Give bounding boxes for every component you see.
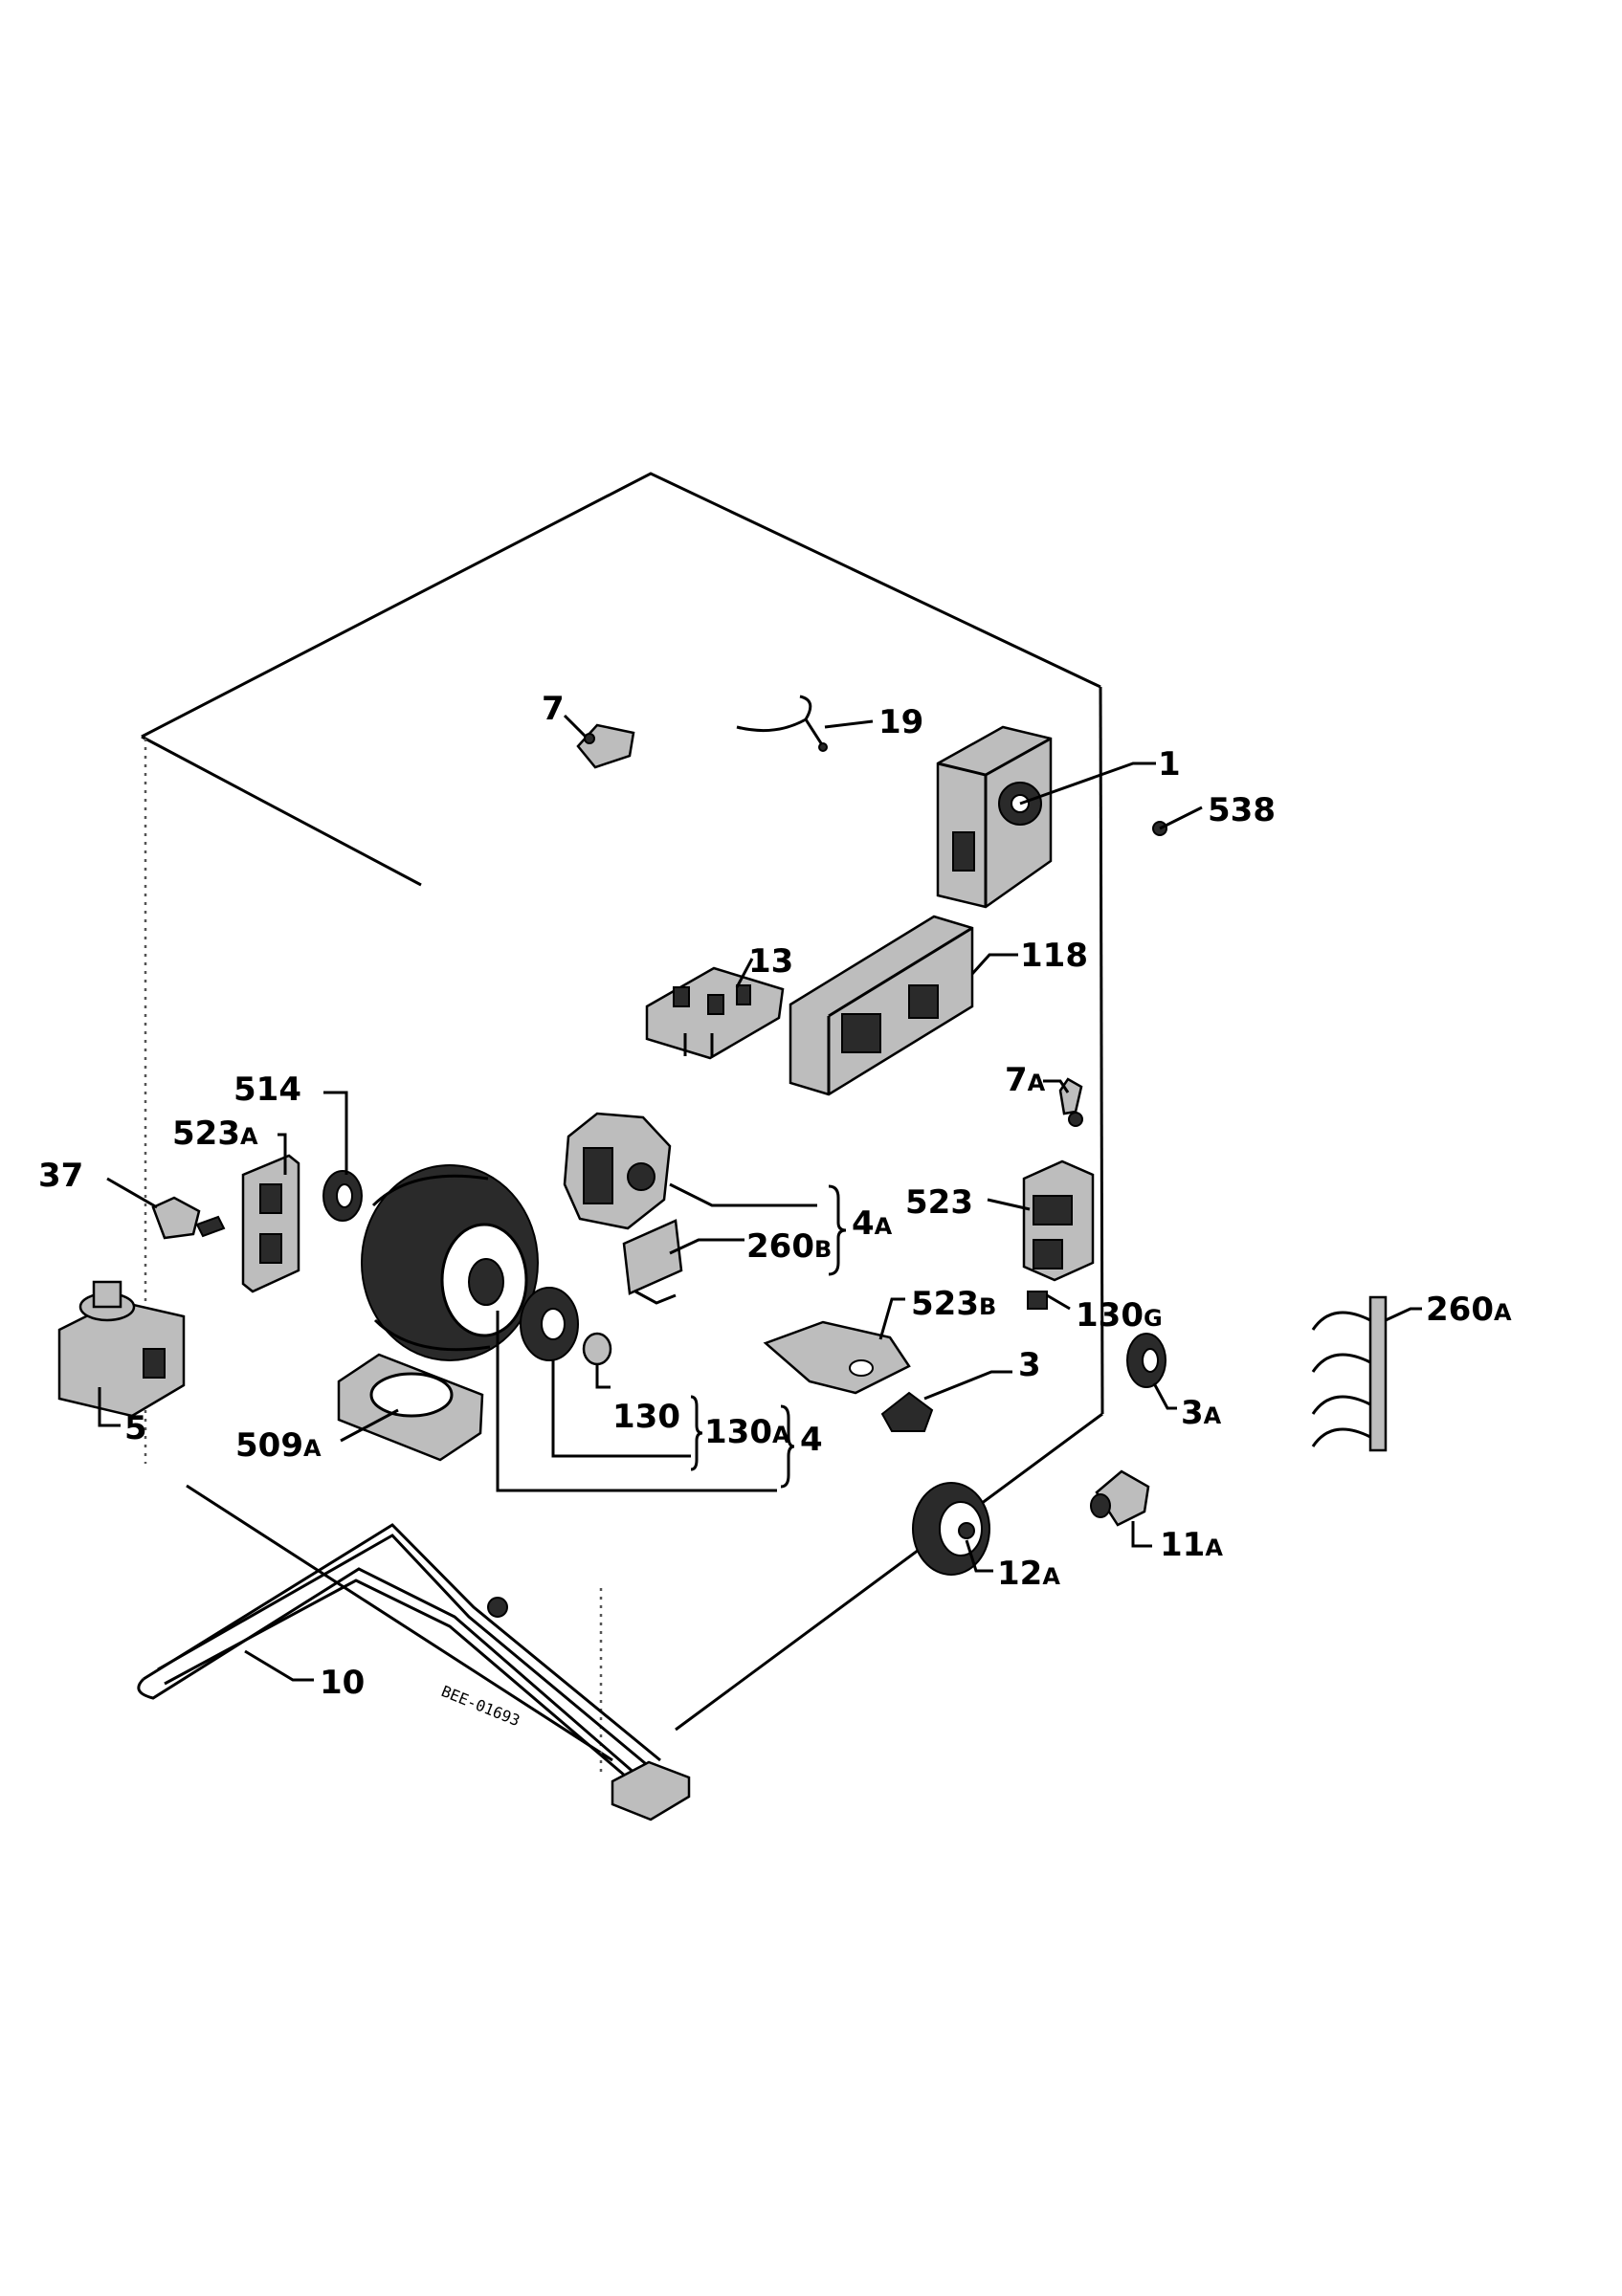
part-3-nozzle — [880, 1391, 934, 1432]
part-523-lock — [1022, 1159, 1095, 1282]
part-37-clip — [151, 1196, 226, 1240]
label-523B: 523B — [911, 1285, 996, 1323]
part-509A-mount — [337, 1353, 484, 1462]
part-5-valve — [57, 1280, 186, 1418]
label-260B: 260B — [746, 1227, 832, 1266]
part-11A-cylinder — [1090, 1469, 1150, 1527]
label-7A: 7A — [1005, 1061, 1046, 1099]
label-37: 37 — [38, 1157, 83, 1195]
label-4: 4 — [800, 1421, 823, 1459]
leader-lines — [98, 714, 1422, 1682]
part-labels: 7 19 1 538 13 118 7A 514 523A 37 4A 523 … — [38, 690, 1512, 1702]
part-19-wire — [736, 695, 828, 752]
part-130A-pump-cover — [520, 1287, 579, 1361]
label-509A: 509A — [235, 1426, 322, 1465]
part-130-impeller — [582, 1332, 612, 1366]
label-130: 130 — [612, 1398, 680, 1436]
part-12A-pressure-switch — [912, 1482, 990, 1576]
part-514-ring — [322, 1170, 363, 1222]
label-5: 5 — [124, 1409, 147, 1447]
label-12A: 12A — [997, 1555, 1060, 1593]
label-1: 1 — [1158, 745, 1181, 784]
label-260A: 260A — [1426, 1291, 1512, 1329]
label-19: 19 — [878, 703, 923, 741]
label-523A: 523A — [172, 1115, 258, 1153]
part-523A-bracket — [241, 1154, 300, 1293]
part-7-switch — [576, 723, 635, 769]
part-260A-rack-holder — [1311, 1295, 1388, 1452]
label-11A: 11A — [1160, 1526, 1223, 1564]
label-3: 3 — [1018, 1346, 1041, 1384]
label-130A: 130A — [704, 1413, 790, 1451]
part-523B-bracket — [763, 1320, 911, 1395]
part-13-terminal-block — [645, 966, 785, 1060]
label-10: 10 — [320, 1664, 365, 1702]
part-4A-pump — [563, 1112, 672, 1230]
label-4A: 4A — [852, 1204, 893, 1243]
part-260B-clip — [622, 1219, 683, 1305]
label-538: 538 — [1208, 791, 1276, 829]
label-13: 13 — [748, 942, 793, 981]
label-7: 7 — [542, 690, 565, 728]
motor-assembly — [361, 1164, 539, 1361]
part-130G-block — [1027, 1291, 1048, 1310]
part-10-heating-element: BEE-01693 — [137, 1523, 691, 1821]
label-130G: 130G — [1076, 1296, 1163, 1335]
label-118: 118 — [1020, 937, 1088, 975]
label-514: 514 — [233, 1071, 301, 1109]
stamp-text: BEE-01693 — [439, 1682, 523, 1730]
part-3A-cap — [1126, 1333, 1167, 1388]
label-523: 523 — [905, 1183, 973, 1222]
part-1-timer — [936, 725, 1053, 909]
part-118-control-module — [789, 915, 974, 1096]
label-3A: 3A — [1181, 1394, 1222, 1432]
